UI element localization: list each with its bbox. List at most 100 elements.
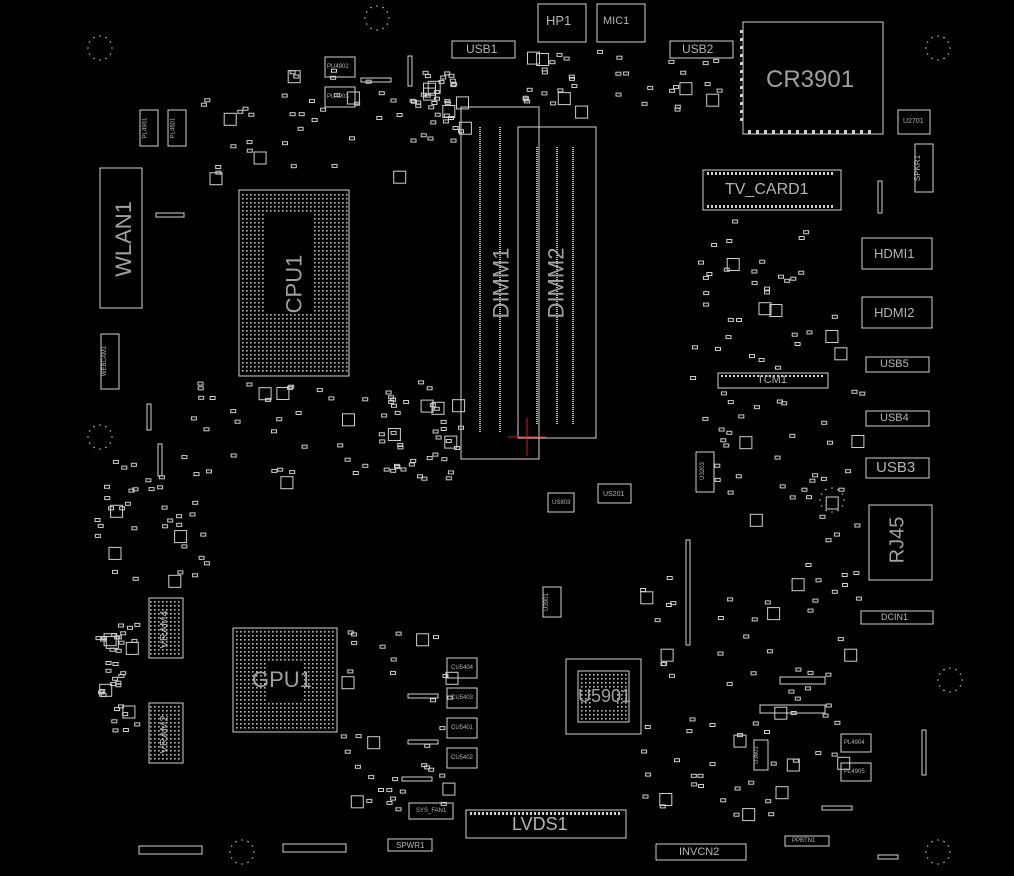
cr3901-pin [772, 130, 775, 134]
vram-ball [154, 714, 156, 716]
tv-card-pin [743, 172, 745, 175]
gpu-ball [236, 639, 238, 641]
gpu-ball [260, 647, 262, 649]
vram-ball [178, 710, 180, 712]
cpu-ball [278, 342, 280, 344]
cpu-ball [294, 354, 296, 356]
smd-part [108, 546, 122, 560]
smd-part [536, 53, 550, 66]
label-hp1: HP1 [546, 13, 572, 28]
smd-part [209, 396, 216, 400]
gpu-ball [320, 663, 322, 665]
cr3901-pin [868, 130, 871, 134]
gpu-ball [260, 699, 262, 701]
cpu-ball [254, 314, 256, 316]
mount-hole-dot [105, 425, 107, 428]
lvds-pin [558, 812, 560, 815]
cpu-ball [334, 342, 336, 344]
cpu-ball [258, 194, 260, 196]
cpu-ball [314, 342, 316, 344]
vram-ball [162, 609, 164, 611]
cpu-ball [306, 346, 308, 348]
u5901-ball [621, 674, 623, 676]
cpu-ball [262, 298, 264, 300]
gpu-ball [260, 727, 262, 729]
smd-part [442, 673, 449, 678]
gpu-ball [332, 699, 334, 701]
gpu-ball [324, 635, 326, 637]
smd-part [385, 390, 392, 395]
cpu-ball [286, 358, 288, 360]
gpu-ball [320, 647, 322, 649]
gpu-ball [296, 631, 298, 633]
cpu-ball [322, 238, 324, 240]
tv-card-pin [791, 172, 793, 175]
cpu-ball [330, 350, 332, 352]
smd-part [831, 589, 838, 594]
lvds-pin [570, 812, 572, 815]
smd-part [246, 148, 253, 153]
smd-part [409, 98, 416, 103]
vram-ball [150, 746, 152, 748]
vram-ball [162, 746, 164, 748]
smd-part [134, 622, 141, 627]
gpu-ball [288, 651, 290, 653]
cpu-ball [242, 362, 244, 364]
cpu-ball [322, 314, 324, 316]
cpu-ball [254, 350, 256, 352]
cpu-ball [294, 350, 296, 352]
cpu-ball [334, 282, 336, 284]
vram-ball [162, 605, 164, 607]
smd-part [748, 780, 755, 785]
cpu-ball [310, 330, 312, 332]
vram-ball [154, 605, 156, 607]
cpu-ball [314, 358, 316, 360]
cpu-ball [322, 282, 324, 284]
gpu-ball [332, 727, 334, 729]
gpu-ball [288, 643, 290, 645]
gpu-ball [316, 643, 318, 645]
vram-ball [158, 710, 160, 712]
gpu-ball [304, 723, 306, 725]
cpu-ball [338, 270, 340, 272]
gpu-ball [252, 635, 254, 637]
gpu-ball [236, 667, 238, 669]
gpu-ball [252, 667, 254, 669]
vram-ball [150, 742, 152, 744]
gpu-ball [272, 639, 274, 641]
smd-part [807, 608, 814, 613]
gpu-ball [264, 683, 266, 685]
gpu-ball [272, 707, 274, 709]
smd-part [427, 80, 441, 94]
lvds-pin [494, 812, 496, 815]
mount-hole-dot [949, 47, 951, 49]
smd-part [717, 616, 724, 620]
u5901-ball [625, 674, 627, 676]
vram-ball [154, 754, 156, 756]
smd-part [161, 505, 168, 510]
gpu-ball [268, 635, 270, 637]
cpu-ball [266, 198, 268, 200]
u5901-ball [581, 706, 583, 708]
smd-part [726, 681, 733, 686]
vram-ball [178, 746, 180, 748]
cpu-ball [258, 350, 260, 352]
smd-part [732, 219, 739, 224]
gpu-ball [316, 703, 318, 705]
gpu-ball [316, 695, 318, 697]
smd-part [421, 763, 428, 768]
vram-ball [162, 726, 164, 728]
gpu-ball [252, 727, 254, 729]
cpu-ball [254, 334, 256, 336]
u5901-ball [581, 690, 583, 692]
smd-part [661, 661, 668, 666]
tcm-pin [733, 375, 735, 377]
gpu-ball [256, 655, 258, 657]
gpu-ball [308, 635, 310, 637]
smd-part [720, 798, 727, 803]
gpu-ball [324, 719, 326, 721]
cpu-ball [326, 214, 328, 216]
cpu-ball [338, 230, 340, 232]
gpu-ball [264, 675, 266, 677]
cpu-ball [330, 202, 332, 204]
